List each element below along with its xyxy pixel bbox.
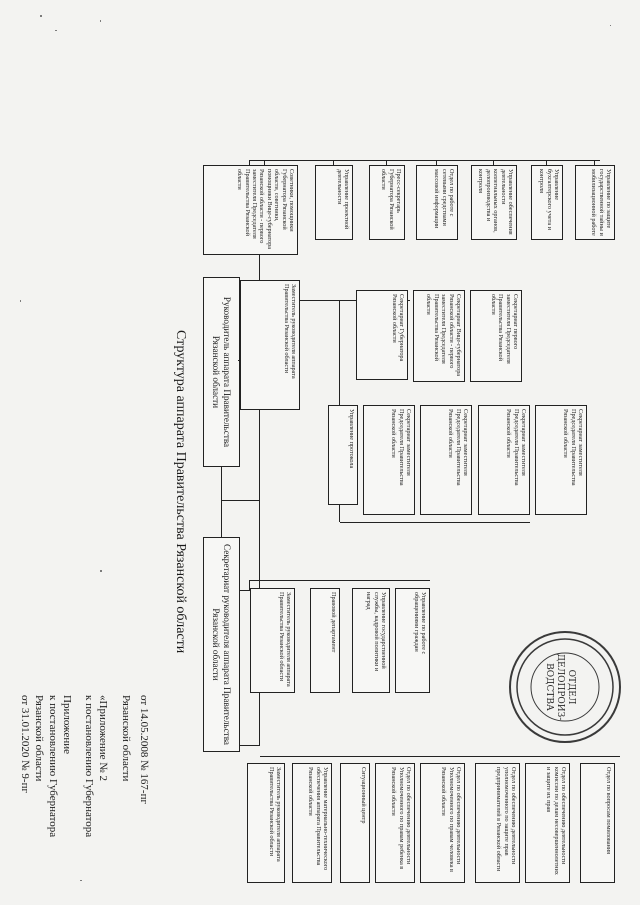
deputy-2-item-3: Управление по работе с обращениями гражд… <box>395 588 430 693</box>
center-right-box-1: Управление протокола <box>328 405 358 505</box>
center-right-box-5: Секретариат заместителя Председателя Пра… <box>535 405 587 515</box>
center-right-box-2: Секретариат заместителя Председателя Пра… <box>363 405 415 515</box>
left-box-2: Управление проектной деятельности <box>315 165 353 240</box>
deputy-3-item-6: Отдел по обеспечению деятельности комисс… <box>525 763 570 883</box>
center-bottom-box-1: Секретариат Губернатора Рязанской област… <box>356 290 408 380</box>
left-box-6: Управление бухгалтерского учета и контро… <box>531 165 563 240</box>
connector-line <box>222 500 260 501</box>
scan-speck <box>20 300 21 302</box>
center-right-box-3: Секретариат заместителя Председателя Пра… <box>420 405 472 515</box>
scan-speck <box>40 15 42 17</box>
header-line-5: «Приложение № 2 <box>97 695 109 782</box>
deputy-3-item-7: Отдел по вопросам помилования <box>580 763 615 883</box>
deputy-2-box: Заместитель руководителя аппарата Правит… <box>250 588 295 693</box>
scan-speck <box>100 570 102 572</box>
connector-line <box>221 467 222 537</box>
connector-line <box>340 522 530 523</box>
secretariat-box: Секретариат руководителя аппарата Правит… <box>203 537 240 752</box>
connector-line <box>436 160 437 165</box>
connector-line <box>386 160 387 165</box>
scan-speck <box>100 20 101 22</box>
left-box-4: Отдел по работе с сетевыми средствами ма… <box>416 165 458 240</box>
deputy-3-item-1: Управление материально-технического обес… <box>292 763 332 883</box>
deputy-3-item-4: Отдел по обеспечению деятельности Уполно… <box>420 763 465 883</box>
scan-speck <box>610 25 611 26</box>
stamp-line-2: ДЕЛОПРОИЗ- <box>555 654 565 721</box>
connector-line <box>250 160 600 161</box>
left-box-7: Управление по защите государственной тай… <box>575 165 615 240</box>
header-line-3: Рязанской области <box>33 695 45 782</box>
connector-line <box>250 580 430 581</box>
deputy-3-item-2: Ситуационный центр <box>340 763 370 883</box>
diagram-title: Структура аппарата Правительства Рязанск… <box>173 330 188 654</box>
deputy-2-item-2: Управление государственной службы, кадро… <box>352 588 390 693</box>
connector-line <box>264 160 265 165</box>
head-box: Руководитель аппарата Правительства Ряза… <box>203 277 240 467</box>
left-box-1: Советники, помощники Губернатора Рязанск… <box>203 165 298 255</box>
center-right-box-4: Секретариат заместителя Председателя Пра… <box>478 405 530 515</box>
left-box-3: Пресс-секретарь Губернатора Рязанской об… <box>369 165 405 240</box>
deputy-3-item-3: Отдел по обеспечению деятельности Уполно… <box>375 763 415 883</box>
connector-line <box>546 160 547 165</box>
connector-line <box>333 160 334 165</box>
scan-speck <box>80 880 82 881</box>
stamp-line-1: ОТДЕЛ <box>566 670 576 705</box>
department-stamp: ОТДЕЛ ДЕЛОПРОИЗ- ВОДСТВА <box>509 631 621 743</box>
header-line-4: от 31.01.2020 № 9-пг <box>19 695 31 793</box>
deputy-2-item-1: Правовой департамент <box>310 588 340 693</box>
stamp-line-3: ВОДСТВА <box>544 663 554 711</box>
header-line-7: Рязанской области <box>120 695 132 782</box>
center-bottom-box-2: Секретариат Вице-губернатора Рязанской о… <box>413 290 465 382</box>
scan-speck <box>55 30 57 31</box>
header-line-6: к постановлению Губернатора <box>83 695 95 838</box>
header-line-8: от 14.05.2008 № 167-пг <box>138 695 150 804</box>
left-box-5: Управление обеспечения деятельности колл… <box>471 165 517 240</box>
connector-line <box>240 745 260 746</box>
connector-line <box>594 160 595 165</box>
deputy-3-item-5: Отдел по обеспечению деятельности уполно… <box>475 763 520 883</box>
deputy-1-box: Заместитель руководителя аппарата Правит… <box>240 280 300 410</box>
connector-line <box>493 160 494 165</box>
connector-line <box>260 756 620 757</box>
center-bottom-box-3: Секретариат первого заместителя Председа… <box>470 290 522 382</box>
header-line-2: к постановлению Губернатора <box>47 695 59 838</box>
header-line-1: Приложение <box>61 695 73 755</box>
deputy-3-box: Заместитель руководителя аппарата Правит… <box>247 763 285 883</box>
